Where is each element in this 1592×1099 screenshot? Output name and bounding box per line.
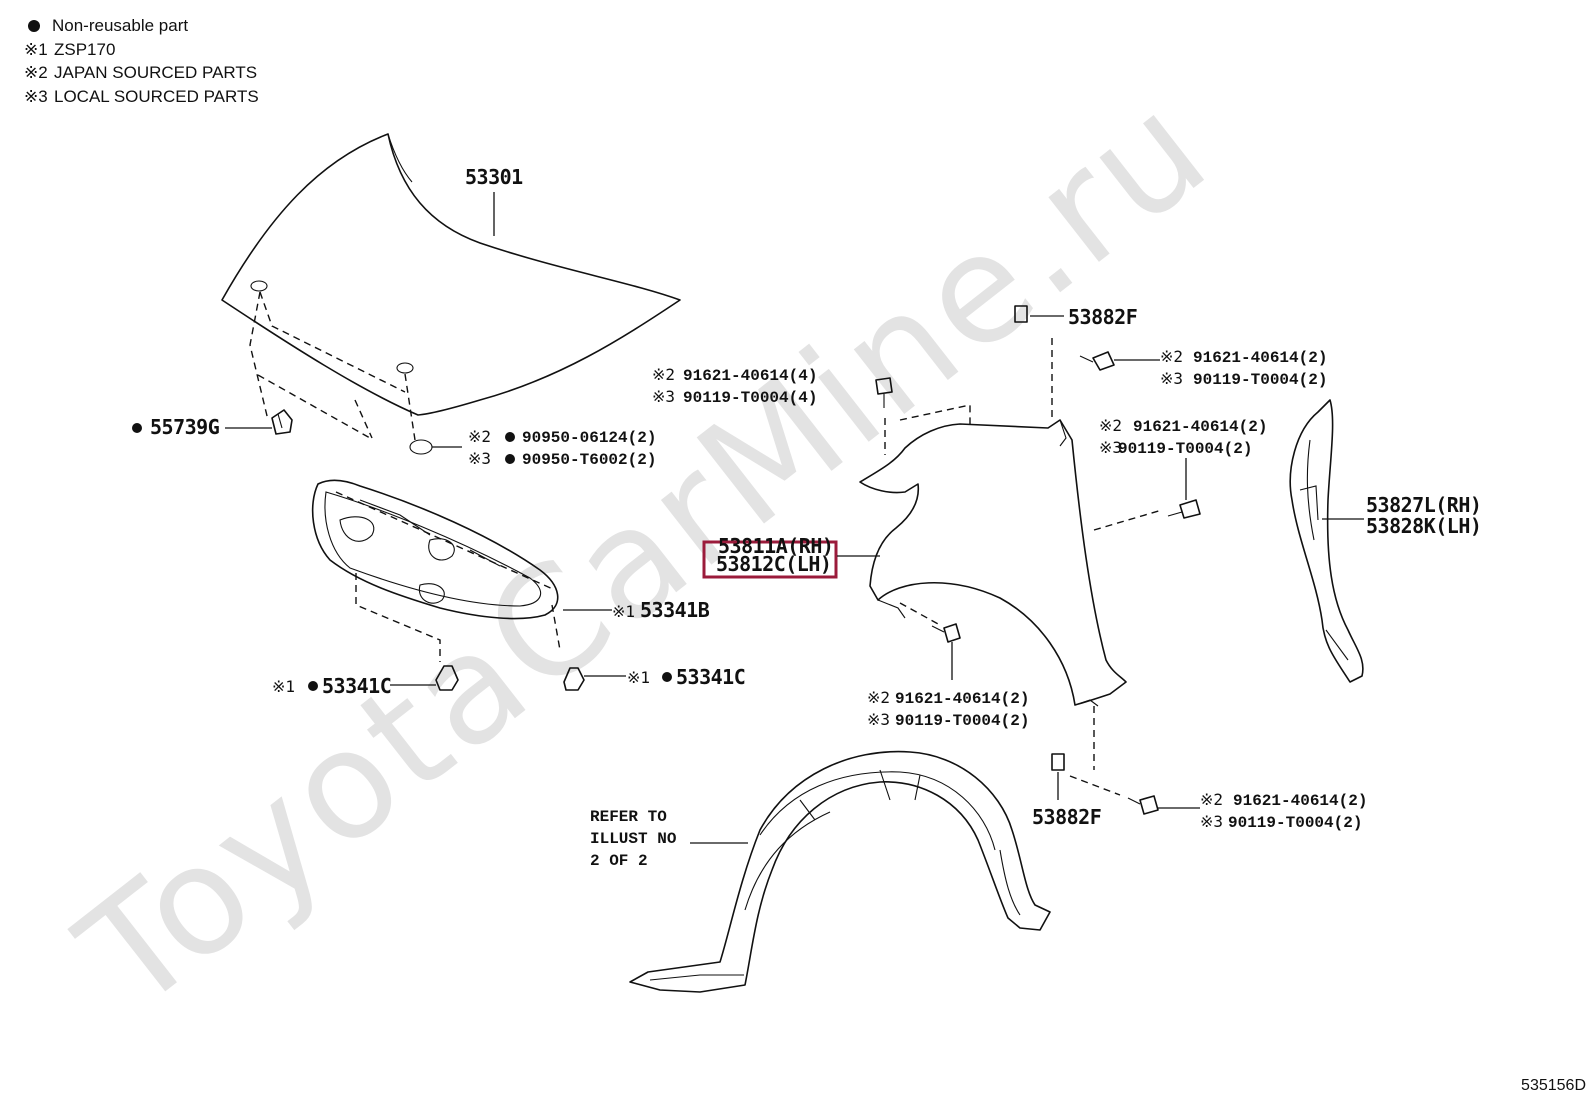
- svg-text:※2: ※2: [1160, 347, 1183, 366]
- label-bolt-b-j: 91621-40614(2): [1133, 418, 1267, 436]
- highlight-box: [702, 540, 838, 579]
- svg-text:※1: ※1: [627, 668, 650, 687]
- fender-bolt-d-part[interactable]: [1127, 795, 1159, 815]
- fender-liner-part[interactable]: [629, 750, 1051, 993]
- watermark: ToyotaCarMine.ru: [49, 60, 1240, 1044]
- svg-text:※2: ※2: [1200, 790, 1223, 809]
- label-hood-bumper: 55739G: [150, 415, 220, 439]
- non-reusable-dot-icon: [505, 454, 515, 464]
- label-bolt-c-l: 90119-T0004(2): [895, 712, 1029, 730]
- label-refer-line1: REFER TO: [590, 808, 667, 826]
- label-fender-lh[interactable]: 53812C(LH): [716, 552, 832, 576]
- svg-text:※3: ※3: [1099, 438, 1122, 457]
- non-reusable-dot-icon: [132, 423, 142, 433]
- hood-insulator-part[interactable]: [311, 479, 561, 662]
- hood-part[interactable]: [221, 133, 681, 455]
- label-bolt-a-j: 91621-40614(2): [1193, 349, 1327, 367]
- svg-text:※1: ※1: [272, 677, 295, 696]
- svg-text:※3: ※3: [468, 449, 491, 468]
- label-seal-lh: 53828K(LH): [1366, 514, 1481, 538]
- non-reusable-dot-icon: [662, 672, 672, 682]
- label-fender-rh: 53811A(RH): [718, 534, 833, 558]
- fender-seal-part[interactable]: [1289, 399, 1364, 683]
- nut-top-part[interactable]: [1014, 305, 1028, 323]
- label-bolt-a-l: 90119-T0004(2): [1193, 371, 1327, 389]
- fender-bolt-c-part[interactable]: [931, 623, 961, 643]
- fender-part[interactable]: [859, 338, 1163, 796]
- label-insulator: 53341B: [640, 598, 710, 622]
- label-bolt-d-l: 90119-T0004(2): [1228, 814, 1362, 832]
- label-clip-right: 53341C: [676, 665, 745, 689]
- non-reusable-dot-icon: [28, 20, 40, 32]
- hood-bumper-part[interactable]: [271, 409, 293, 435]
- label-hood-seal-j: 90950-06124(2): [522, 429, 656, 447]
- figure-id: 535156D: [1521, 1077, 1586, 1094]
- label-bolt-top-j: 91621-40614(4): [683, 367, 817, 385]
- svg-text:※2: ※2: [867, 688, 890, 707]
- label-refer-line3: 2 OF 2: [590, 852, 648, 870]
- svg-text:※3: ※3: [1200, 812, 1223, 831]
- label-refer-line2: ILLUST NO: [590, 830, 677, 848]
- label-nut-top: 53882F: [1068, 305, 1137, 329]
- label-bolt-c-j: 91621-40614(2): [895, 690, 1029, 708]
- svg-text:※2: ※2: [468, 427, 491, 446]
- non-reusable-dot-icon: [308, 681, 318, 691]
- svg-text:※2: ※2: [652, 365, 675, 384]
- svg-text:※3: ※3: [1160, 369, 1183, 388]
- fender-bolt-b-part[interactable]: [1167, 499, 1201, 519]
- fender-bolt-top-part[interactable]: [875, 377, 893, 408]
- label-hood-seal-l: 90950-T6002(2): [522, 451, 656, 469]
- label-nut-bottom: 53882F: [1032, 805, 1101, 829]
- label-bolt-d-j: 91621-40614(2): [1233, 792, 1367, 810]
- label-bolt-top-l: 90119-T0004(4): [683, 389, 817, 407]
- non-reusable-dot-icon: [505, 432, 515, 442]
- nut-bottom-part[interactable]: [1051, 753, 1065, 771]
- legend-non-reusable: Non-reusable part: [24, 14, 259, 38]
- svg-text:※3: ※3: [652, 387, 675, 406]
- clip-left-part[interactable]: [435, 665, 459, 691]
- svg-text:※3: ※3: [867, 710, 890, 729]
- clip-right-part[interactable]: [563, 667, 585, 691]
- svg-text:※2: ※2: [1099, 416, 1122, 435]
- fender-bolt-a-part[interactable]: [1079, 351, 1115, 371]
- label-clip-left: 53341C: [322, 674, 391, 698]
- label-hood: 53301: [465, 165, 523, 189]
- svg-text:※1: ※1: [612, 602, 635, 621]
- label-seal-rh: 53827L(RH): [1366, 493, 1481, 517]
- label-bolt-b-l: 90119-T0004(2): [1118, 440, 1252, 458]
